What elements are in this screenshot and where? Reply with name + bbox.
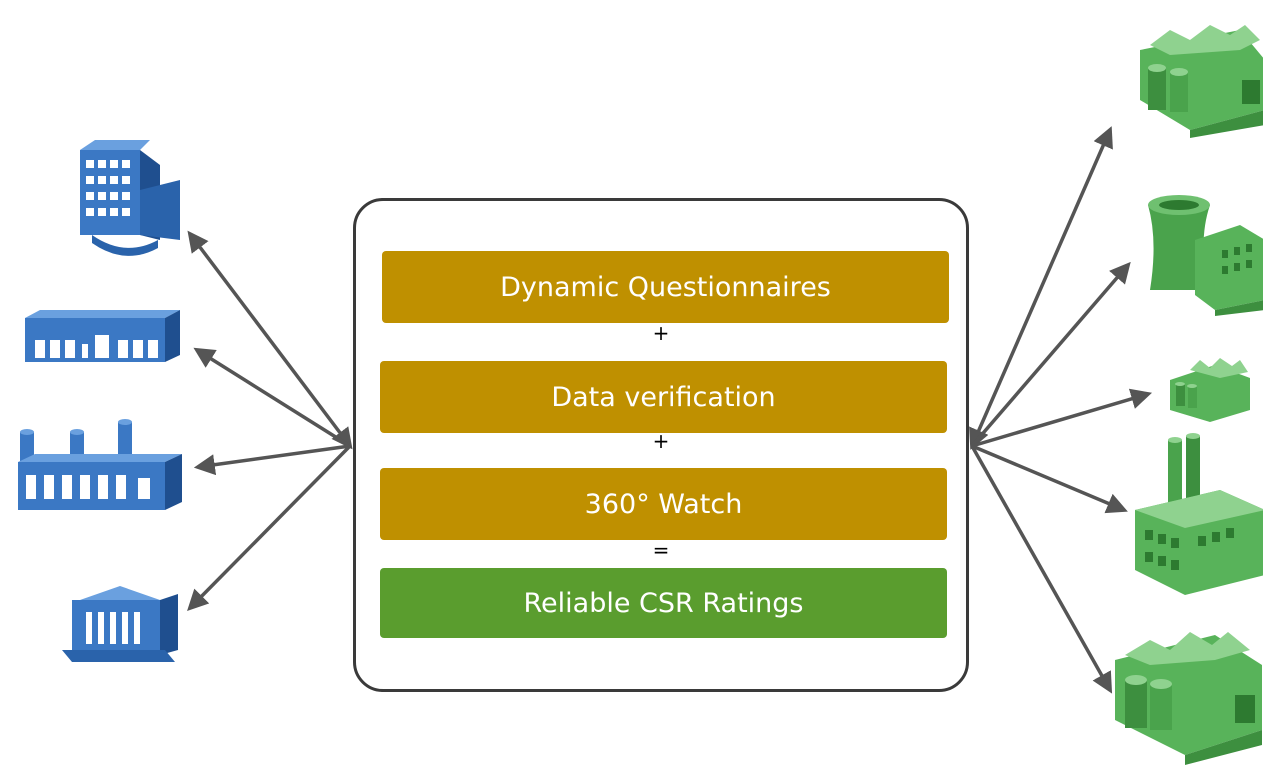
step-360-watch: 360° Watch bbox=[380, 468, 947, 540]
operator-plus-2: + bbox=[652, 429, 670, 453]
arrow-to-office-building bbox=[187, 230, 353, 450]
arrow-to-green-factory-top bbox=[969, 126, 1113, 450]
green-factory-icon bbox=[1140, 25, 1263, 138]
step-reliable-csr-ratings: Reliable CSR Ratings bbox=[380, 568, 947, 638]
arrow-to-green-chimney-factory bbox=[971, 444, 1128, 514]
bank-icon bbox=[62, 586, 178, 662]
operator-equals: = bbox=[652, 538, 670, 562]
green-chimney-factory-icon bbox=[1135, 433, 1263, 595]
green-power-plant-icon bbox=[1148, 195, 1263, 316]
arrow-to-warehouse bbox=[193, 347, 351, 448]
arrow-to-small-green-factory bbox=[971, 388, 1153, 448]
operator-plus-1: + bbox=[652, 321, 670, 345]
office-building-icon bbox=[80, 140, 180, 256]
step-data-verification: Data verification bbox=[380, 361, 947, 433]
green-factory-icon-bottom bbox=[1115, 632, 1262, 765]
arrow-to-green-power-plant bbox=[970, 261, 1131, 448]
arrow-to-factory bbox=[193, 444, 351, 476]
warehouse-icon bbox=[25, 310, 180, 362]
arrow-to-green-factory-bottom bbox=[970, 445, 1113, 694]
step-dynamic-questionnaires: Dynamic Questionnaires bbox=[382, 251, 949, 323]
small-green-factory-icon bbox=[1170, 358, 1250, 422]
factory-icon bbox=[18, 419, 182, 510]
arrow-to-bank bbox=[187, 444, 352, 611]
